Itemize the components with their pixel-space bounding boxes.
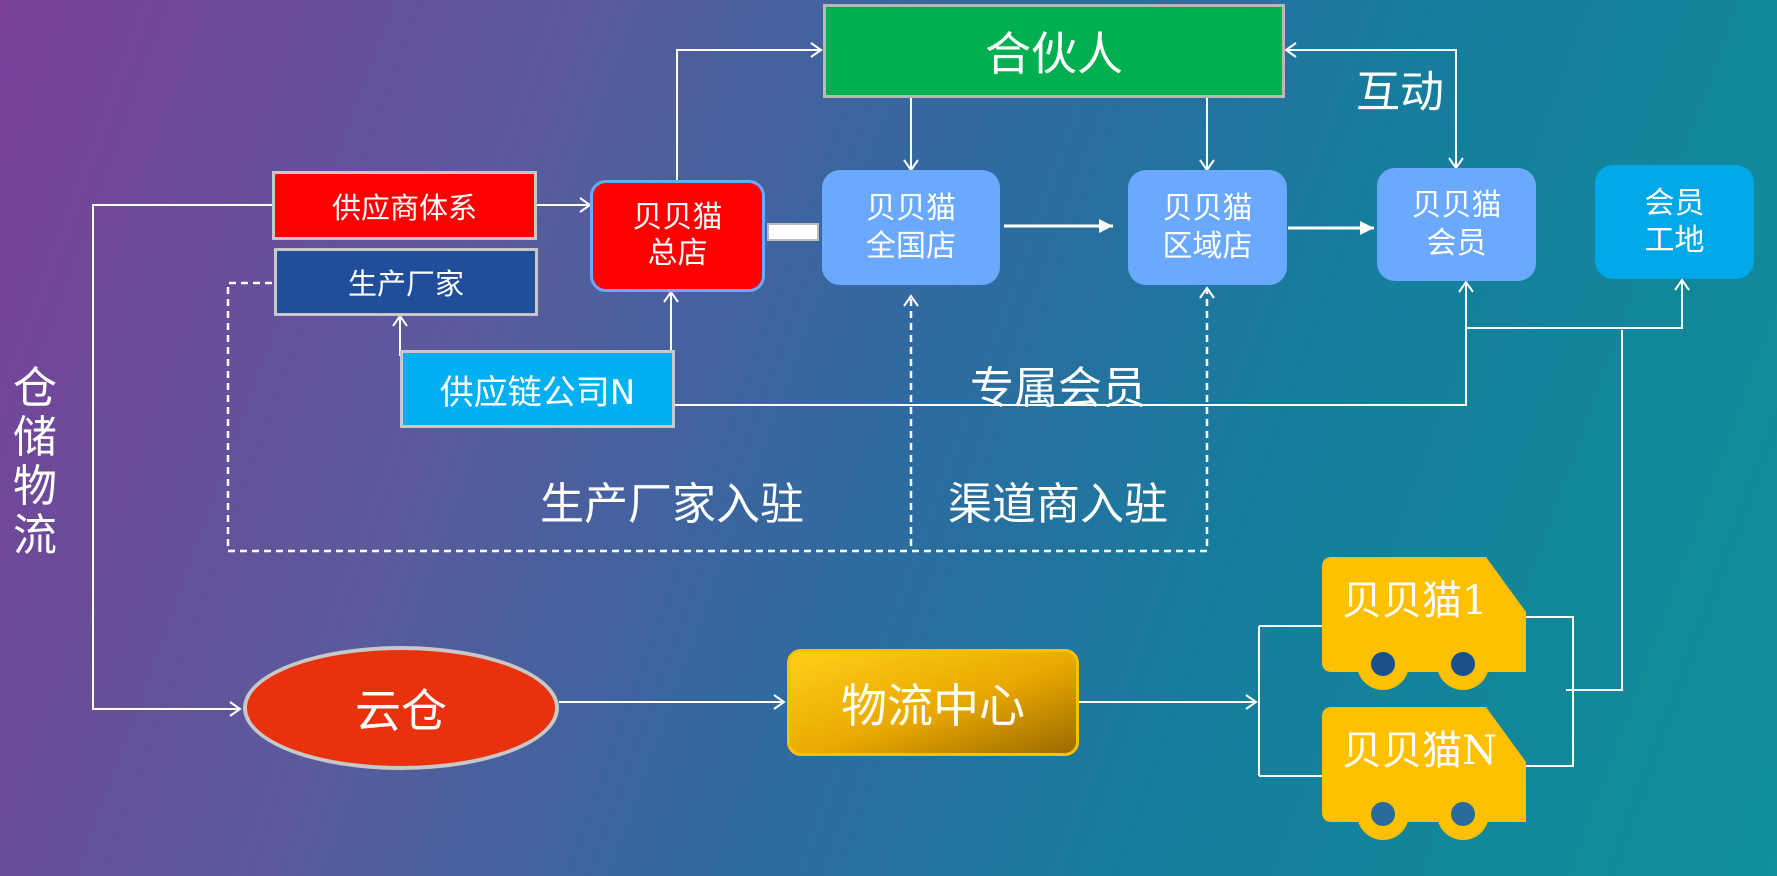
supply-chain-company-box: 供应链公司N <box>400 350 675 428</box>
logistics-center-label: 物流中心 <box>841 678 1025 733</box>
hq-store-label-line1: 贝贝猫 <box>632 200 723 235</box>
warehouse-logistics-char-3: 物 <box>13 461 57 512</box>
member-site-label-line2: 工地 <box>1644 223 1705 258</box>
exclusive-member-label: 专属会员 <box>970 363 1146 414</box>
logistics-center-box: 物流中心 <box>787 649 1079 756</box>
national-store-box: 贝贝猫 全国店 <box>822 170 1000 285</box>
regional-store-label-line1: 贝贝猫 <box>1162 191 1253 226</box>
regional-store-box: 贝贝猫 区域店 <box>1128 170 1287 285</box>
manufacturer-label: 生产厂家 <box>347 267 464 301</box>
member-label-line2: 会员 <box>1426 225 1487 261</box>
hq-store-box: 贝贝猫 总店 <box>590 180 765 292</box>
manufacturer-box: 生产厂家 <box>274 248 538 316</box>
truck-1-shape <box>1322 557 1526 690</box>
national-store-label-line2: 全国店 <box>866 228 956 264</box>
partner-box: 合伙人 <box>823 4 1285 98</box>
manufacturer-entry-label: 生产厂家入驻 <box>540 479 804 530</box>
supplier-system-box: 供应商体系 <box>272 171 537 240</box>
member-site-label-line1: 会员 <box>1644 185 1705 221</box>
truck-1-label: 贝贝猫1 <box>1342 578 1488 624</box>
member-box: 贝贝猫 会员 <box>1377 168 1536 281</box>
warehouse-logistics-char-2: 储 <box>13 412 57 463</box>
regional-store-label-line2: 区域店 <box>1162 228 1253 264</box>
truck-n-shape <box>1322 707 1526 840</box>
national-store-label-line1: 贝贝猫 <box>866 191 956 226</box>
cloud-warehouse-label: 云仓 <box>355 684 447 738</box>
channel-entry-label: 渠道商入驻 <box>948 479 1168 530</box>
supplier-system-label: 供应商体系 <box>331 190 477 225</box>
interaction-label: 互动 <box>1356 67 1444 118</box>
warehouse-logistics-char-4: 流 <box>13 510 57 561</box>
member-site-box: 会员 工地 <box>1595 165 1754 279</box>
supply-chain-company-label: 供应链公司N <box>439 372 636 413</box>
partner-label: 合伙人 <box>985 27 1123 81</box>
warehouse-logistics-label: 仓 储 物 流 <box>12 364 58 560</box>
warehouse-logistics-char-1: 仓 <box>13 363 57 414</box>
truck-n-label: 贝贝猫N <box>1342 728 1497 774</box>
cloud-warehouse-ellipse: 云仓 <box>243 646 559 770</box>
member-label-line1: 贝贝猫 <box>1411 188 1502 223</box>
hq-store-label-line2: 总店 <box>647 236 708 271</box>
